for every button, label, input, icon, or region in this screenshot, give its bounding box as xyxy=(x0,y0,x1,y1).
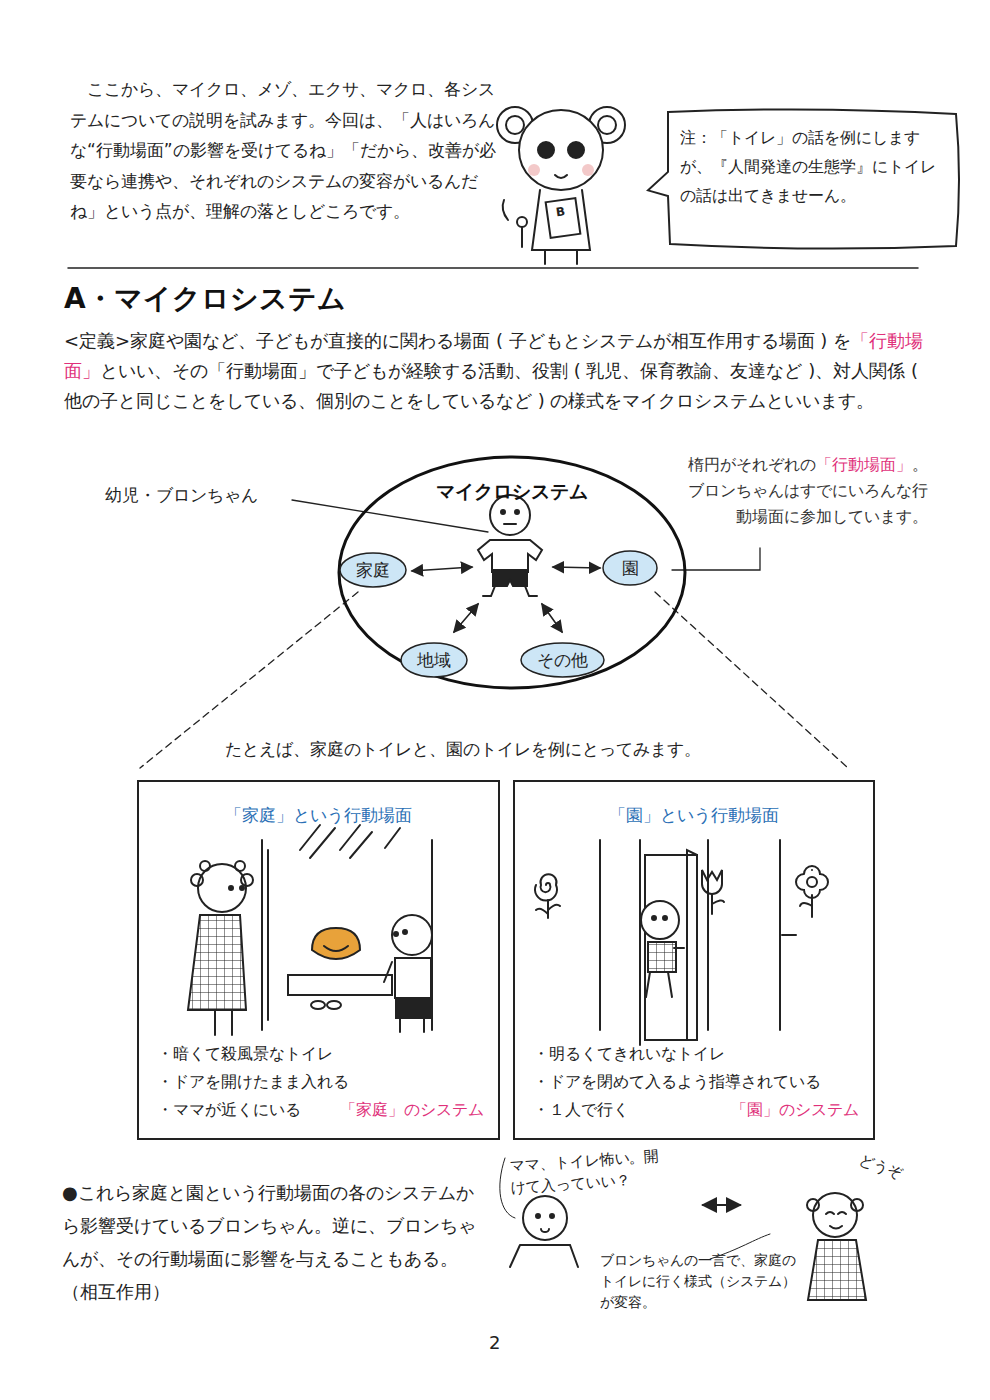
box-heading: 「家庭」という行動場面 xyxy=(139,804,498,827)
setting-oval: 家庭 xyxy=(339,552,407,588)
system-tag: 「園」のシステム xyxy=(731,1100,859,1121)
setting-oval: その他 xyxy=(520,642,605,678)
definition-text: といい、その「行動場面」で子どもが経験する活動、役割 ( 乳児、保育教諭、友達な… xyxy=(64,360,918,411)
bullet-item: ・ドアを開けたまま入れる xyxy=(157,1072,349,1093)
intro-paragraph: ここから、マイクロ、メゾ、エクサ、マクロ、各システムについての説明を試みます。今… xyxy=(70,74,505,227)
speech-bubble: 注：「トイレ」の話を例にしますが、『人間発達の生態学』にトイレの話は出てきませー… xyxy=(662,108,962,250)
section-title: A・マイクロシステム xyxy=(64,280,346,318)
speech-text: どうぞ xyxy=(856,1151,905,1184)
bullet-item: ・暗くて殺風景なトイレ xyxy=(157,1044,333,1065)
setting-box: 「園」という行動場面・明るくてきれいなトイレ・ドアを閉めて入るよう指導されている… xyxy=(513,780,875,1140)
setting-box: 「家庭」という行動場面・暗くて殺風景なトイレ・ドアを開けたまま入れる・ママが近く… xyxy=(137,780,500,1140)
callout-note: 楕円がそれぞれの「行動場面」。ブロンちゃんはすでにいろんな行動場面に参加していま… xyxy=(676,452,928,530)
oval-label: その他 xyxy=(520,642,605,678)
box-heading: 「園」という行動場面 xyxy=(515,804,873,827)
oval-label: 園 xyxy=(602,550,658,586)
book-letter: B xyxy=(555,204,566,219)
system-tag: 「家庭」のシステム xyxy=(340,1100,484,1121)
callout-text: 楕円がそれぞれの xyxy=(688,456,816,474)
example-intro: たとえば、家庭のトイレと、園のトイレを例にとってみます。 xyxy=(225,738,701,761)
setting-oval: 地域 xyxy=(400,642,468,678)
callout-term: 「行動場面」 xyxy=(816,456,912,474)
system-ellipse: マイクロシステム家庭 園地域 その他 xyxy=(337,455,687,690)
bullet-item: ・ママが近くにいる xyxy=(157,1100,301,1121)
bullet-item: ・明るくてきれいなトイレ xyxy=(533,1044,725,1065)
figure-label: 幼児・ブロンちゃん xyxy=(105,484,258,507)
speech-text: ママ、トイレ怖い。開けて入っていい？ xyxy=(509,1145,662,1199)
handwritten-note: ブロンちゃんの一言で、家庭のトイレに行く様式（システム）が変容。 xyxy=(600,1250,800,1313)
definition-text: <定義>家庭や園など、子どもが直接的に関わる場面 ( 子どもとシステムが相互作用… xyxy=(64,330,851,351)
page-number: 2 xyxy=(489,1332,500,1353)
definition-paragraph: <定義>家庭や園など、子どもが直接的に関わる場面 ( 子どもとシステムが相互作用… xyxy=(64,326,924,416)
bullet-item: ・１人で行く xyxy=(533,1100,629,1121)
setting-oval: 園 xyxy=(602,550,658,586)
oval-label: 家庭 xyxy=(339,552,407,588)
summary-paragraph: ●これら家庭と園という行動場面の各のシステムから影響受けているブロンちゃん。逆に… xyxy=(62,1176,487,1308)
ellipse-title: マイクロシステム xyxy=(337,479,687,505)
bullet-item: ・ドアを閉めて入るよう指導されている xyxy=(533,1072,821,1093)
note-text: 注：「トイレ」の話を例にしますが、『人間発達の生態学』にトイレの話は出てきませー… xyxy=(662,108,962,211)
oval-label: 地域 xyxy=(400,642,468,678)
